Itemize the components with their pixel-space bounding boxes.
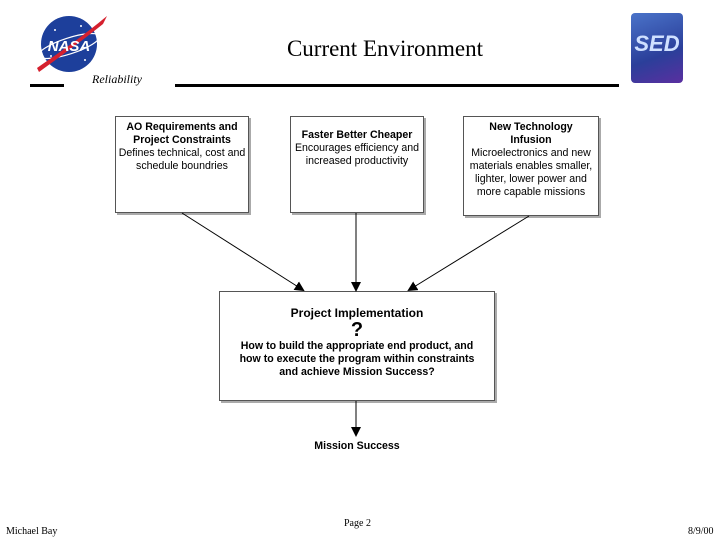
box-impl-body: How to build the appropriate end product… <box>239 340 475 378</box>
sed-logo: SED <box>631 13 683 83</box>
box-ao-heading: AO Requirements and Project Constraints <box>126 121 238 146</box>
arrow-tech-to-impl <box>407 215 530 292</box>
nasa-logo: NASA <box>37 16 107 72</box>
header-rule-right <box>175 84 619 87</box>
box-faster-better-cheaper: Faster Better Cheaper Encourages efficie… <box>290 116 424 213</box>
footer-author: Michael Bay <box>6 526 58 537</box>
box-ao-requirements: AO Requirements and Project Constraints … <box>115 116 249 213</box>
box-impl-heading: Project Implementation <box>290 306 424 320</box>
arrow-ao-to-impl <box>181 212 305 292</box>
nasa-logo-text: NASA <box>48 38 91 55</box>
page-title: Current Environment <box>286 36 484 61</box>
box-new-technology: New Technology Infusion Microelectronics… <box>463 116 599 216</box>
footer-date: 8/9/00 <box>688 526 714 537</box>
question-mark: ? <box>350 319 364 341</box>
box-fbc-body: Encourages efficiency and increased prod… <box>294 142 420 167</box>
box-project-implementation: Project Implementation ? How to build th… <box>219 291 495 401</box>
box-tech-body: Microelectronics and new materials enabl… <box>469 147 593 198</box>
box-fbc-heading: Faster Better Cheaper <box>301 129 413 141</box>
footer-page: Page 2 <box>344 518 371 529</box>
header-rule-left <box>30 84 64 87</box>
sed-logo-text: SED <box>634 31 680 56</box>
box-tech-heading: New Technology Infusion <box>489 121 573 146</box>
mission-success-label: Mission Success <box>314 440 400 452</box>
page-subtitle: Reliability <box>92 72 142 86</box>
box-ao-body: Defines technical, cost and schedule bou… <box>118 147 246 172</box>
